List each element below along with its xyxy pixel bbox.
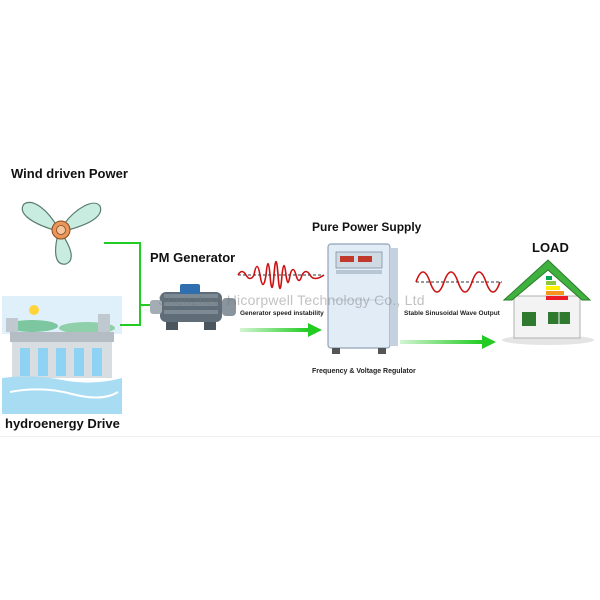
hydroenergy-label: hydroenergy Drive <box>5 416 120 431</box>
house-energy-label-icon <box>502 259 594 345</box>
regulator-label: Frequency & Voltage Regulator <box>312 368 416 375</box>
generator-icon <box>150 284 236 330</box>
fan-icon <box>21 201 102 265</box>
wind-power-label: Wind driven Power <box>11 166 128 181</box>
unstable-waveform <box>237 260 325 290</box>
stable-sine-waveform <box>415 271 502 293</box>
stable-output-label: Stable Sinusoidal Wave Output <box>404 310 500 317</box>
power-supply-cabinet-icon <box>327 243 398 354</box>
watermark: Shenzhen Hicorpwell Technology Co., Ltd <box>158 292 425 308</box>
generator-instability-label: Generator speed instability <box>240 310 324 317</box>
dam-icon <box>2 296 122 414</box>
pure-power-supply-label: Pure Power Supply <box>312 220 422 234</box>
pm-generator-label: PM Generator <box>150 250 236 265</box>
load-label: LOAD <box>532 240 569 255</box>
bottom-divider <box>0 436 600 437</box>
